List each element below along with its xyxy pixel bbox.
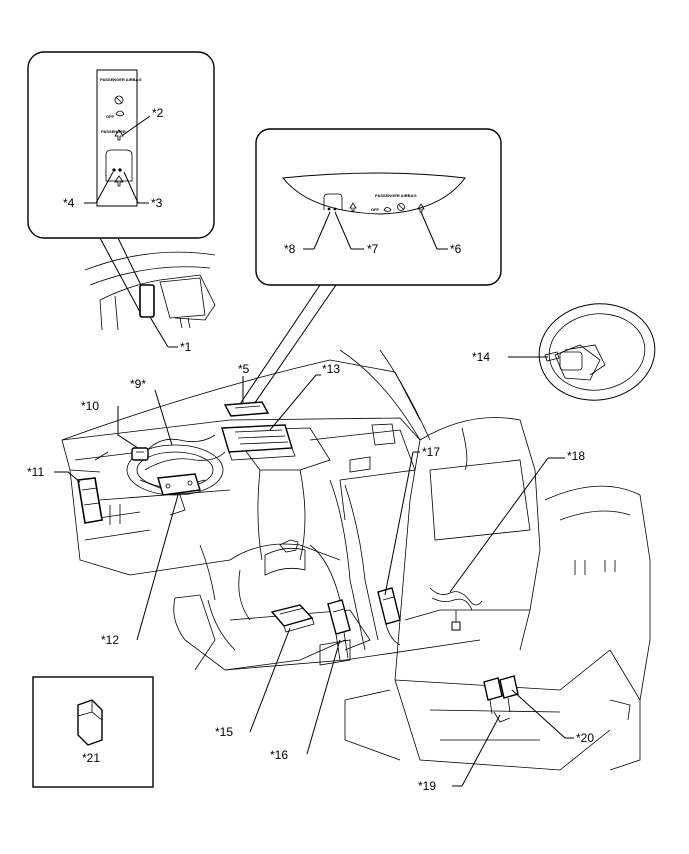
callout-12: *12 (101, 633, 119, 647)
seat-icon-right (383, 207, 392, 212)
inset-left: PASSENGER AIRBAG OFF PASSENGER *2 *3 *4 (27, 51, 215, 239)
component-11: *11 (27, 465, 103, 524)
cabin-outline (61, 349, 481, 671)
airbag-off-icon (114, 95, 124, 105)
component-15-sensor: *15 (215, 604, 315, 739)
component-19-20-buckles: *19 *20 (418, 675, 594, 793)
component-9: *9* (130, 377, 226, 471)
callout-20: *20 (576, 731, 594, 745)
component-12: *12 (101, 473, 201, 647)
callout-14: *14 (472, 350, 490, 364)
callout-11: *11 (27, 465, 44, 479)
component-13-passenger-airbag: *13 (221, 362, 340, 461)
indicator-window-right (323, 193, 343, 210)
seatbelt-icon (114, 129, 124, 141)
panel-left-passenger: PASSENGER (101, 129, 126, 134)
component-5-indicator-dash: *5 (223, 362, 270, 417)
indicator-window (105, 149, 133, 182)
meter-hood-view: *1 (84, 251, 216, 354)
callout-16: *16 (270, 748, 288, 762)
callout-5: *5 (238, 362, 250, 376)
panel-right-title: PASSENGER AIRBAG (375, 193, 417, 198)
meter-hood-indicator (139, 284, 155, 318)
component-18-harness: *18 (429, 449, 585, 631)
component-10: *10 (81, 399, 149, 461)
component-21-module (77, 699, 103, 746)
panel-right-off: OFF (371, 207, 380, 212)
callout-7: *7 (367, 242, 379, 256)
component-16-buckle: *16 (270, 599, 351, 762)
inset-bottom-left: *21 (32, 676, 154, 788)
callout-3: *3 (151, 196, 163, 210)
callout-10: *10 (81, 399, 99, 413)
callout-13: *13 (322, 362, 340, 376)
airbag-off-icon-right (397, 203, 405, 211)
rear-seat (544, 485, 651, 721)
callout-9: *9* (130, 377, 146, 391)
seat-icon (115, 110, 125, 117)
callout-18: *18 (567, 449, 585, 463)
callout-2: *2 (152, 106, 164, 120)
inset-right: PASSENGER AIRBAG OFF *8 *7 *6 (255, 128, 502, 286)
panel-left-title: PASSENGER AIRBAG (100, 77, 142, 82)
inset-right-frame (255, 128, 502, 286)
callout-4: *4 (63, 196, 75, 210)
steering-wheel: *14 (472, 303, 656, 401)
shift-lever (279, 539, 299, 553)
callout-8: *8 (284, 242, 296, 256)
callout-1: *1 (180, 340, 192, 354)
callout-21: *21 (82, 751, 100, 765)
steering-wheel-rim (538, 303, 656, 401)
callout-19: *19 (418, 779, 436, 793)
callout-15: *15 (215, 725, 233, 739)
spiral-cable (559, 351, 583, 371)
callout-17: *17 (422, 445, 440, 459)
front-seat (344, 417, 641, 771)
callout-6: *6 (450, 242, 462, 256)
seatbelt-icon-lower (114, 175, 124, 187)
panel-left-off: OFF (106, 114, 115, 119)
indicator-panel-vertical: PASSENGER AIRBAG OFF PASSENGER (96, 69, 142, 207)
component-17-buckle: *17 (377, 445, 440, 646)
seatbelt-icon-right (349, 202, 357, 212)
